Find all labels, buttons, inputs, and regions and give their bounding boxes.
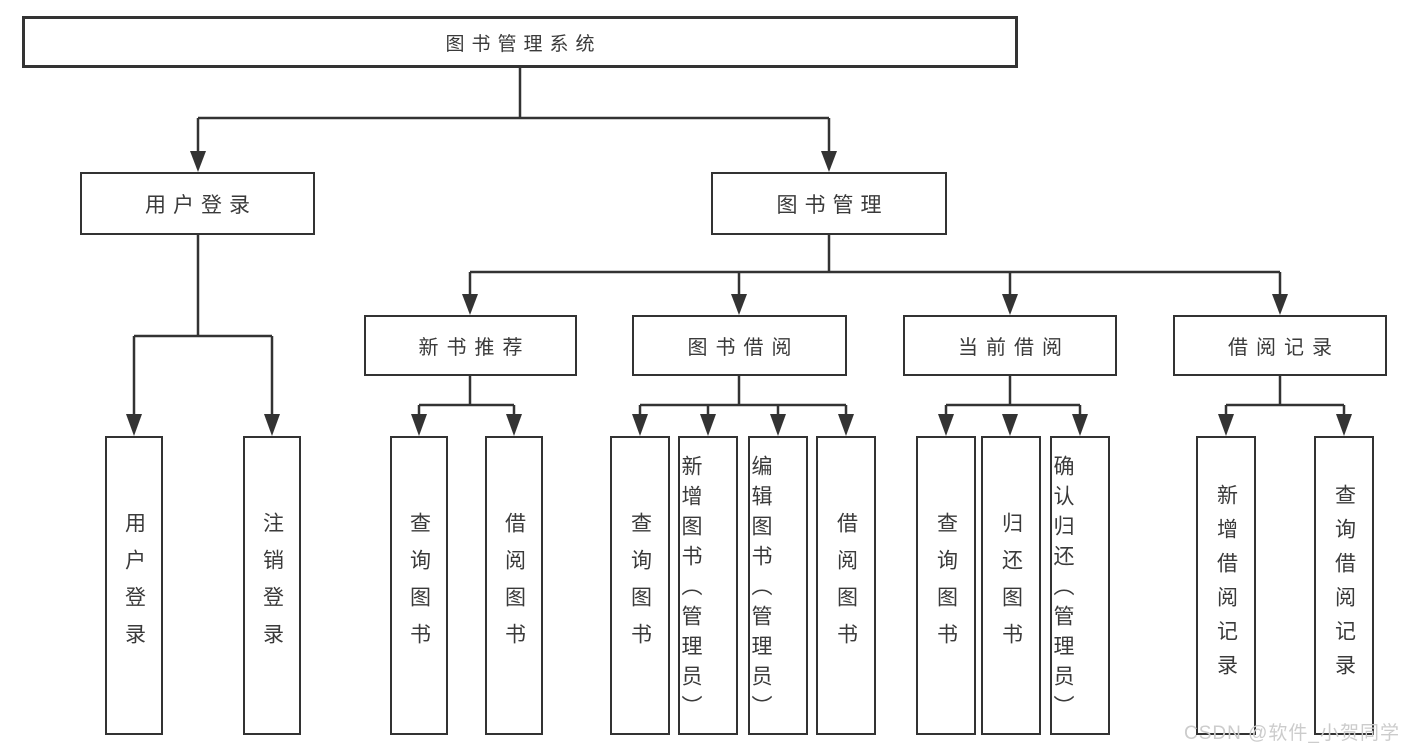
node-current-borrowing: 当前借阅 (903, 315, 1117, 376)
node-label: 查询图书 (628, 511, 652, 660)
arrow-down-icon (700, 414, 716, 436)
arrow-down-icon (506, 414, 522, 436)
node-book-management-system: 图书管理系统 (22, 16, 1018, 68)
arrow-down-icon (462, 294, 478, 315)
node-label: 用户登录 (145, 193, 257, 217)
arrow-down-icon (1072, 414, 1088, 436)
leaf-edit-books-admin: 编辑图书（管理员） (748, 436, 808, 735)
connector-book-borrowing-to-leaves (638, 376, 848, 419)
arrow-down-icon (1002, 294, 1018, 315)
node-label: 当前借阅 (958, 337, 1070, 359)
arrowheads (126, 151, 1352, 436)
connector-user-login-to-leaves (132, 235, 274, 418)
leaf-add-borrow-record: 新增借阅记录 (1196, 436, 1256, 735)
leaf-borrow-books-borrowing: 借阅图书 (816, 436, 876, 735)
arrow-down-icon (1336, 414, 1352, 436)
node-borrowing-records: 借阅记录 (1173, 315, 1387, 376)
node-label: 注销登录 (260, 511, 284, 660)
leaf-query-books-current: 查询图书 (916, 436, 976, 735)
node-label: 查询图书 (407, 511, 431, 660)
arrow-down-icon (821, 151, 837, 172)
leaf-logout: 注销登录 (243, 436, 301, 735)
leaf-query-borrow-record: 查询借阅记录 (1314, 436, 1374, 735)
leaf-borrow-books-recommend: 借阅图书 (485, 436, 543, 735)
node-label: 归还图书 (999, 511, 1023, 660)
node-label: 图书管理 (776, 193, 889, 217)
connector-borrowing-records-to-leaves (1224, 376, 1346, 419)
connector-new-book-recommend-to-leaves (417, 376, 516, 419)
leaf-query-books-borrowing: 查询图书 (610, 436, 670, 735)
node-user-login: 用户登录 (80, 172, 315, 235)
node-label: 借阅记录 (1228, 337, 1340, 359)
node-label: 图书借阅 (687, 337, 800, 359)
arrow-down-icon (126, 414, 142, 436)
arrow-down-icon (190, 151, 206, 172)
arrow-down-icon (1218, 414, 1234, 436)
node-label: 查询借阅记录 (1332, 483, 1356, 688)
node-label: 编辑图书（管理员） (749, 454, 772, 725)
leaf-return-books: 归还图书 (981, 436, 1041, 735)
node-book-management: 图书管理 (711, 172, 947, 235)
node-label: 用户登录 (122, 511, 146, 660)
connector-current-borrowing-to-leaves (944, 376, 1082, 419)
node-new-book-recommend: 新书推荐 (364, 315, 577, 376)
node-label: 借阅图书 (502, 511, 526, 660)
arrow-down-icon (938, 414, 954, 436)
leaf-add-books-admin: 新增图书（管理员） (678, 436, 738, 735)
leaf-confirm-return-admin: 确认归还（管理员） (1050, 436, 1110, 735)
leaf-query-books-recommend: 查询图书 (390, 436, 448, 735)
node-label: 新增借阅记录 (1214, 483, 1238, 688)
arrow-down-icon (838, 414, 854, 436)
arrow-down-icon (1272, 294, 1288, 315)
arrow-down-icon (264, 414, 280, 436)
arrow-down-icon (411, 414, 427, 436)
watermark: CSDN @软件_小贺同学 (1184, 723, 1400, 744)
arrow-down-icon (632, 414, 648, 436)
node-book-borrowing: 图书借阅 (632, 315, 847, 376)
connector-book-management-to-level3 (468, 235, 1282, 297)
leaf-user-login: 用户登录 (105, 436, 163, 735)
node-label: 查询图书 (934, 511, 958, 660)
arrow-down-icon (1002, 414, 1018, 436)
node-label: 新增图书（管理员） (679, 454, 702, 725)
arrow-down-icon (731, 294, 747, 315)
node-label: 确认归还（管理员） (1051, 454, 1074, 725)
arrow-down-icon (770, 414, 786, 436)
node-label: 图书管理系统 (445, 33, 602, 55)
connector-root-to-level2 (196, 68, 831, 153)
node-label: 借阅图书 (834, 511, 858, 660)
node-label: 新书推荐 (418, 337, 531, 359)
